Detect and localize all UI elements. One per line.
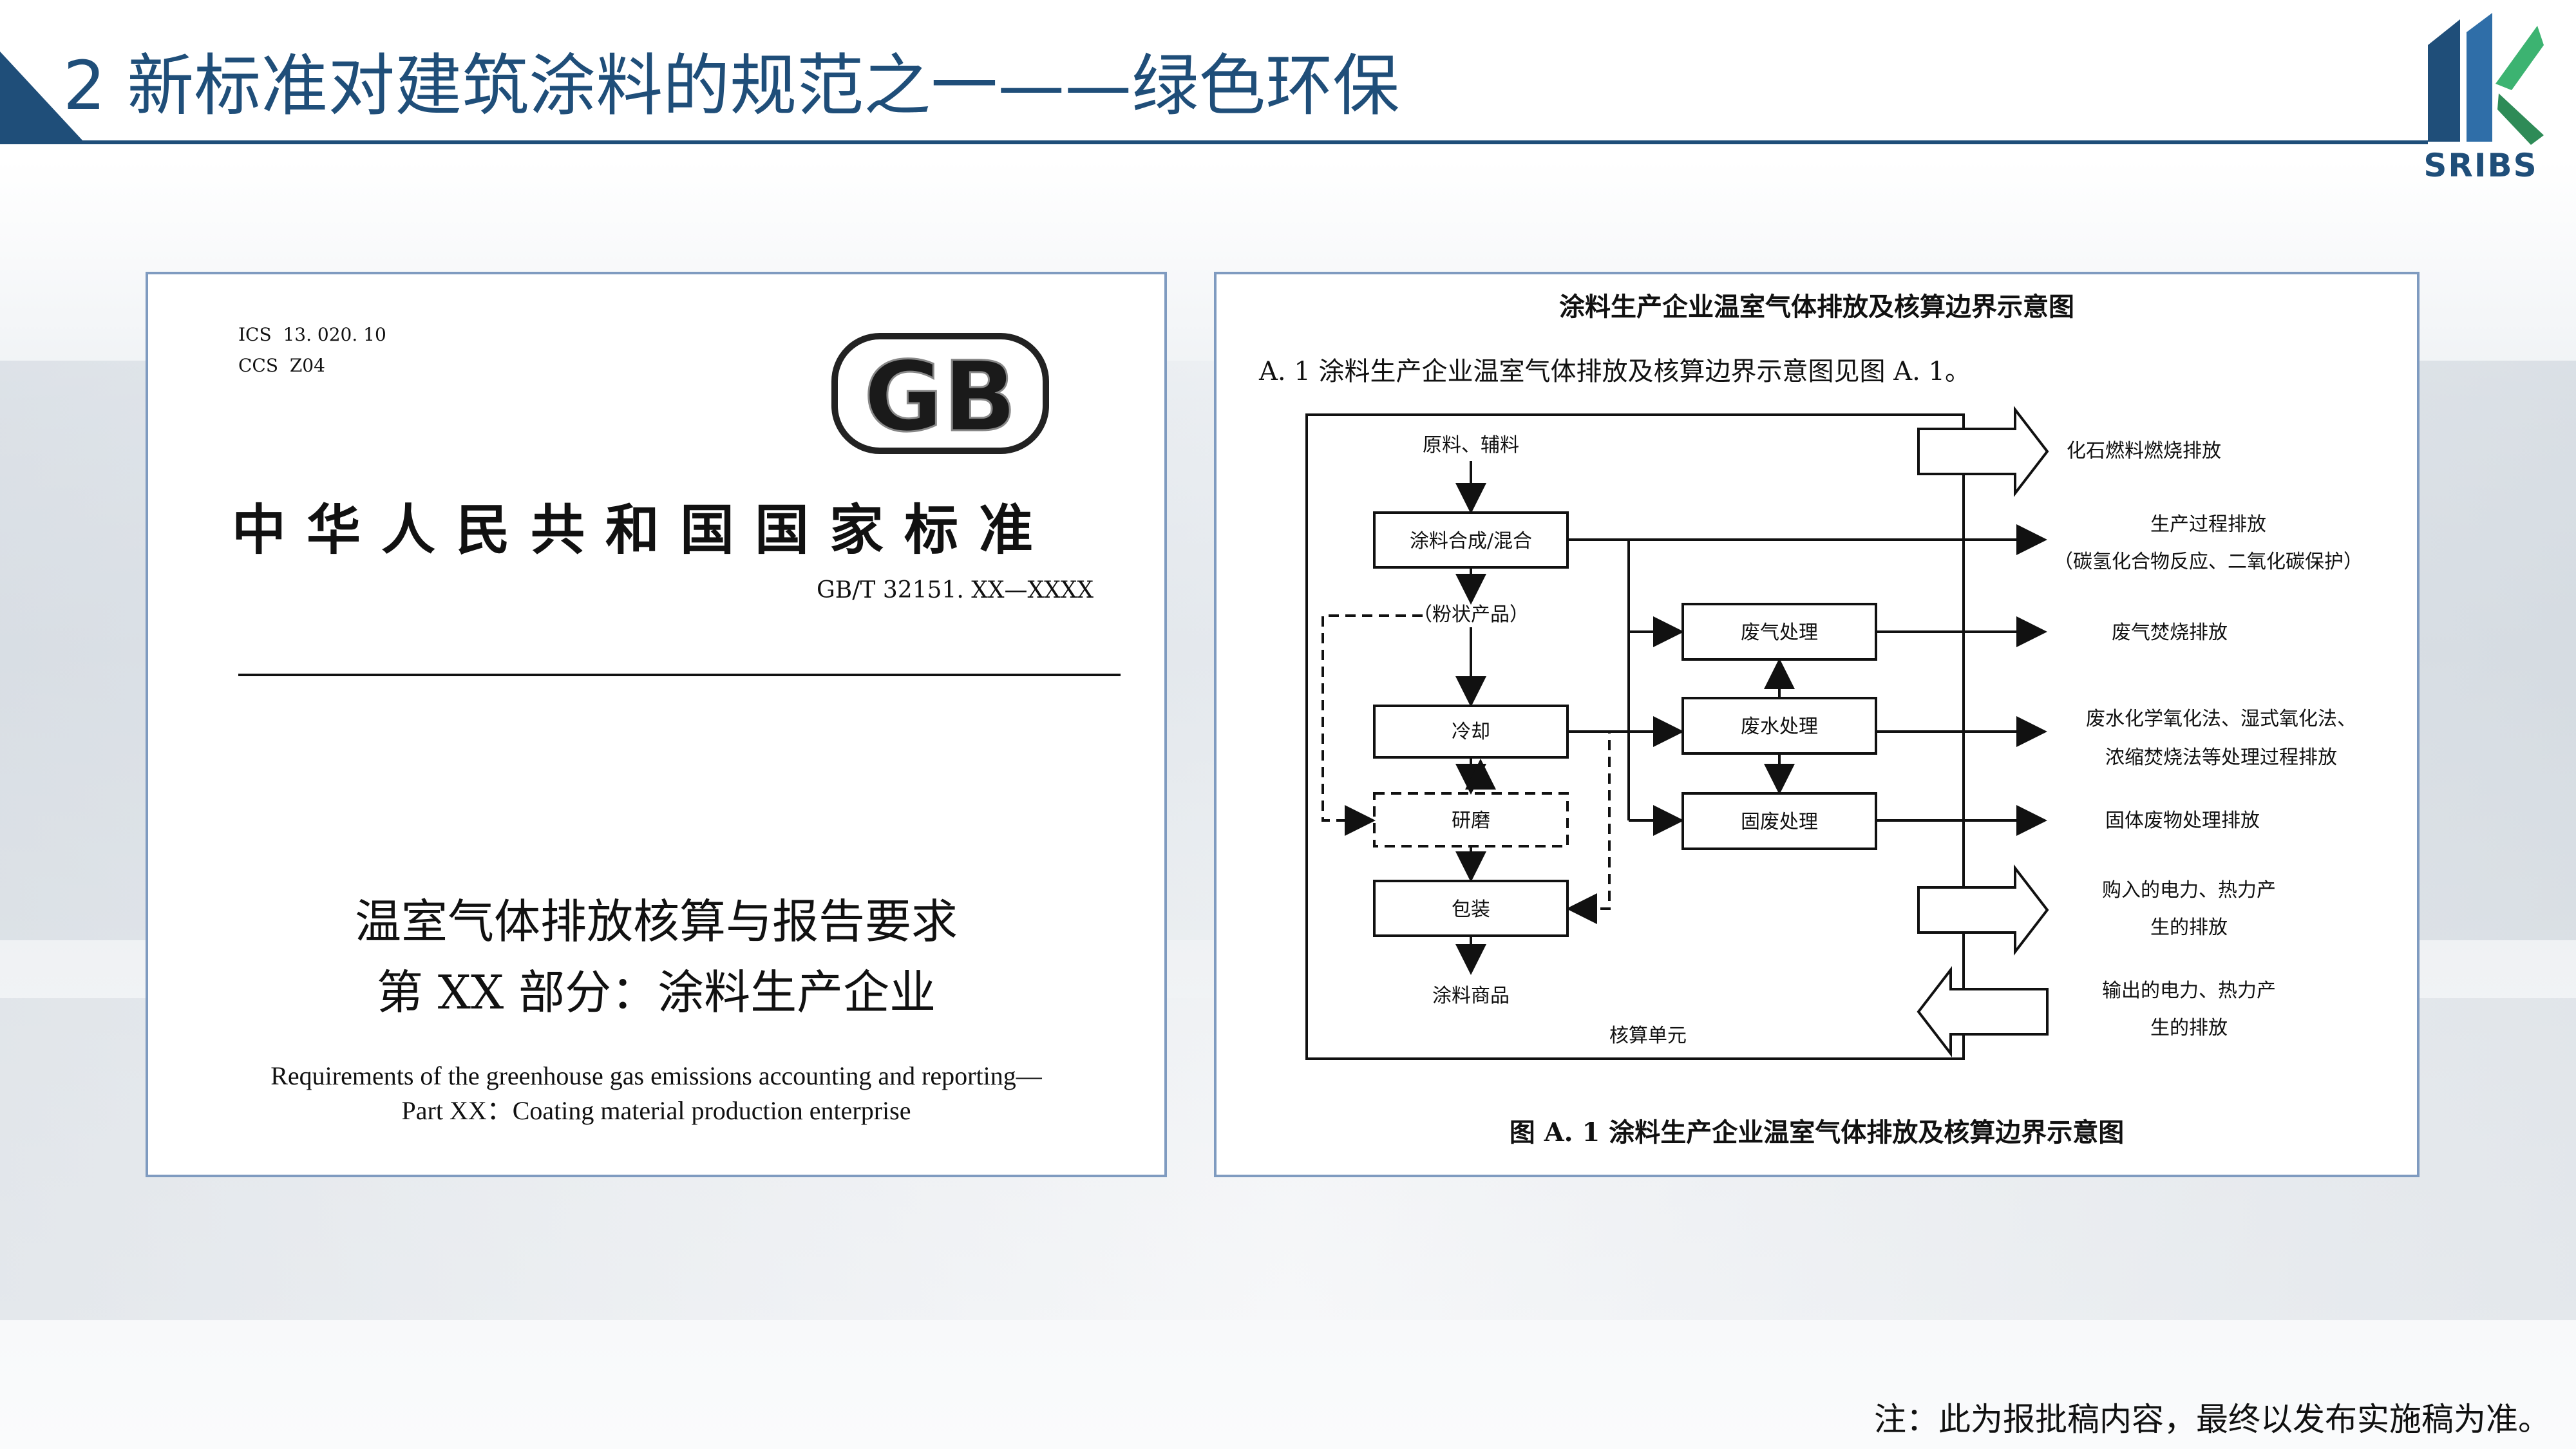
grinding-label: 研磨 [1452, 810, 1490, 832]
ics-value: 13. 020. 10 [283, 324, 386, 345]
wastewater-emission-label-1: 废水化学氧化法、湿式氧化法、 [2086, 708, 2356, 730]
packaging-label: 包装 [1452, 898, 1490, 921]
cover-divider [238, 674, 1121, 676]
english-title-line2: Part XX：Coating material production ente… [401, 1096, 911, 1125]
raw-material-label: 原料、辅料 [1423, 434, 1519, 457]
sribs-logo-icon [2428, 13, 2544, 145]
boundary-label: 核算单元 [1609, 1025, 1687, 1047]
exported-energy-label-1: 输出的电力、热力产 [2102, 980, 2276, 1002]
purchased-energy-label-1: 购入的电力、热力产 [2102, 879, 2276, 902]
purchased-energy-label-2: 生的排放 [2150, 916, 2228, 939]
figure-header: 涂料生产企业温室气体排放及核算边界示意图 [1559, 292, 2074, 322]
process-detail-label: （碳氢化合物反应、二氧化碳保护） [2054, 551, 2363, 573]
figure-caption: 图 A. 1 涂料生产企业温室气体排放及核算边界示意图 [1509, 1117, 2125, 1148]
document-title-line1: 温室气体排放核算与报告要求 [354, 895, 958, 949]
solid-emission-label: 固体废物处理排放 [2105, 810, 2260, 832]
fossil-emission-label: 化石燃料燃烧排放 [2067, 440, 2221, 462]
standard-number: GB/T 32151. XX—XXXX [817, 577, 1094, 603]
purchased-energy-arrow [1917, 864, 2049, 956]
national-standard-name: 中华人民共和国国家标准 [232, 498, 1054, 562]
solid-waste-label: 固废处理 [1741, 811, 1818, 833]
synthesis-label: 涂料合成/混合 [1410, 530, 1532, 553]
exported-energy-label-2: 生的排放 [2150, 1017, 2228, 1039]
document-title-english: Requirements of the greenhouse gas emiss… [148, 1059, 1164, 1128]
document-title: 温室气体排放核算与报告要求 第 XX 部分：涂料生产企业 [148, 886, 1164, 1028]
process-emission-label: 生产过程排放 [2150, 513, 2266, 536]
waste-gas-label: 废气处理 [1741, 621, 1818, 644]
figure-subtitle: A. 1 涂料生产企业温室气体排放及核算边界示意图见图 A. 1。 [1259, 357, 1971, 386]
boundary-diagram-panel: 涂料生产企业温室气体排放及核算边界示意图 A. 1 涂料生产企业温室气体排放及核… [1214, 272, 2420, 1177]
gb-mark-text: GB [864, 341, 1016, 453]
exported-energy-arrow [1917, 966, 2049, 1057]
slide-title: 2 新标准对建筑涂料的规范之一——绿色环保 [63, 46, 1400, 125]
cooling-label: 冷却 [1452, 721, 1490, 743]
product-label: 涂料商品 [1432, 985, 1510, 1007]
standard-cover-panel: ICS 13. 020. 10 CCS Z04 GB 中华人民共和国国家标准 G… [146, 272, 1167, 1177]
document-title-line2: 第 XX 部分：涂料生产企业 [376, 965, 936, 1019]
title-accent-triangle [0, 52, 84, 142]
powder-label: （粉状产品） [1413, 603, 1529, 626]
ics-ccs-block: ICS 13. 020. 10 CCS Z04 [238, 319, 386, 381]
waste-water-label: 废水处理 [1741, 715, 1818, 738]
footnote: 注：此为报批稿内容，最终以发布实施稿为准。 [1874, 1401, 2550, 1438]
incineration-emission-label: 废气焚烧排放 [2112, 621, 2228, 644]
logo-text: SRIBS [2423, 147, 2538, 184]
emission-boundary-diagram: 原料、辅料 涂料合成/混合 （粉状产品） 冷却 研磨 包装 涂料商品 核算单元 … [1305, 406, 2363, 1060]
title-underline [0, 140, 2428, 144]
ccs-value: Z04 [289, 355, 325, 376]
fossil-emission-arrow [1917, 406, 2049, 497]
english-title-line1: Requirements of the greenhouse gas emiss… [270, 1061, 1042, 1090]
gb-standard-logo: GB [831, 333, 1049, 455]
ics-label: ICS [238, 324, 272, 345]
wastewater-emission-label-2: 浓缩焚烧法等处理过程排放 [2105, 746, 2337, 769]
ccs-label: CCS [238, 355, 279, 376]
